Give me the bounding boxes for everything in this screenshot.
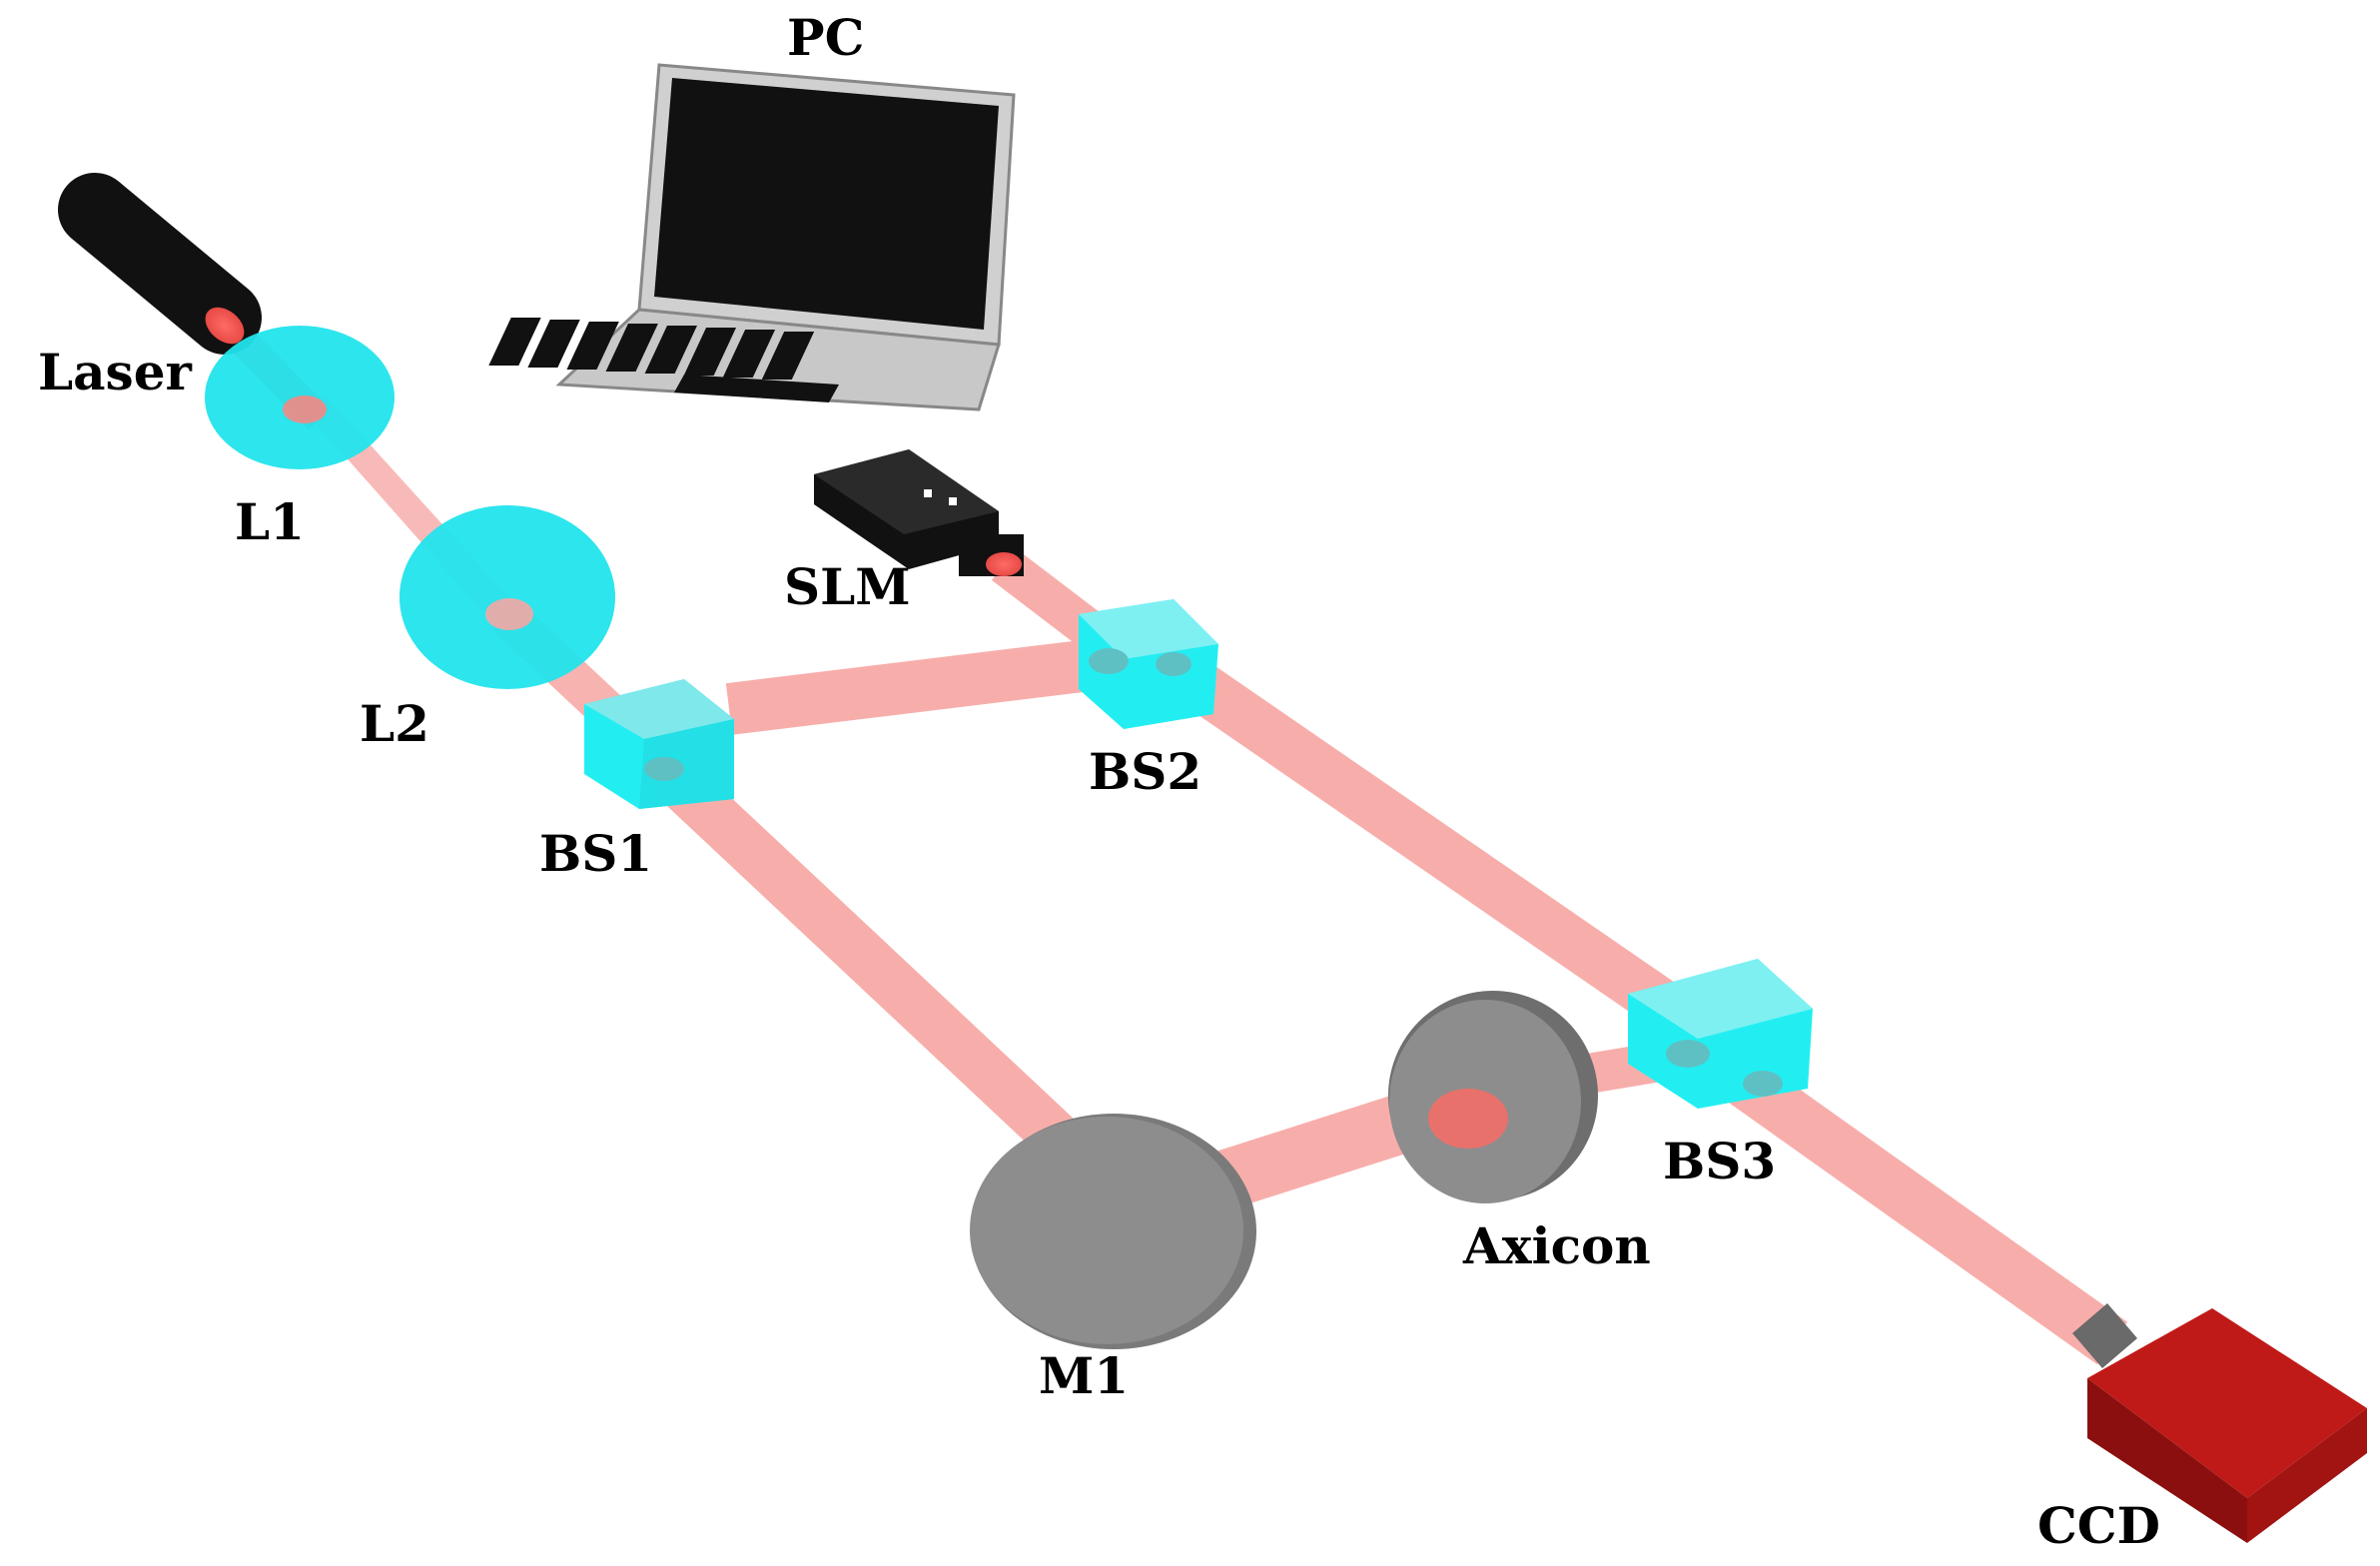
beam-bs1-to-bs2 [725, 638, 1103, 735]
label-bs1: BS1 [539, 824, 652, 883]
slm-icon [814, 449, 1024, 576]
keyboard [488, 318, 839, 402]
label-l2: L2 [360, 694, 429, 753]
label-m1: M1 [1039, 1346, 1129, 1405]
label-ccd: CCD [2037, 1496, 2160, 1555]
label-axicon: Axicon [1462, 1216, 1651, 1275]
beam-splitter-bs3-icon [1628, 959, 1813, 1109]
label-bs2: BS2 [1089, 742, 1201, 801]
label-laser: Laser [38, 343, 193, 401]
beam-bs2-to-bs3 [1154, 643, 1713, 1050]
lens-l2-icon [399, 505, 615, 689]
laser-icon [58, 173, 262, 355]
beam-splitter-bs1-icon [584, 679, 734, 809]
lens-l1-icon [205, 326, 395, 469]
camera-icon [2072, 1303, 2367, 1543]
laptop-icon [488, 63, 1016, 411]
beam-bs3-to-ccd [1717, 1052, 2128, 1365]
beam-bs1-to-m1 [646, 750, 1082, 1163]
mirror-m1-icon [970, 1114, 1256, 1349]
axicon-icon [1388, 991, 1598, 1203]
beam-splitter-bs2-icon [1079, 599, 1218, 729]
label-l1: L1 [235, 492, 305, 551]
label-pc: PC [787, 8, 864, 67]
label-slm: SLM [784, 557, 911, 616]
label-bs3: BS3 [1663, 1132, 1776, 1190]
